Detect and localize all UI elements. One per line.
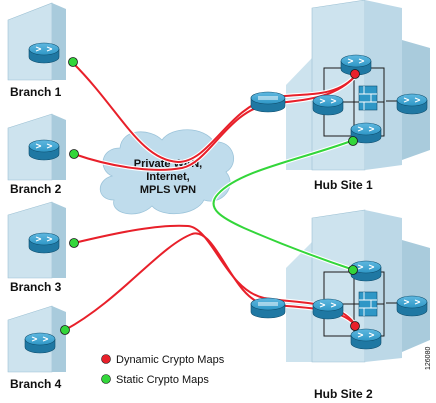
branch-3-label: Branch 3 xyxy=(10,280,62,294)
branch-4-router-icon xyxy=(24,332,56,354)
branch-1-static-dot xyxy=(68,57,78,67)
hub-1-dynamic-dot xyxy=(350,69,360,79)
hub-1-core-router-icon xyxy=(312,94,344,116)
hub-2-core-router-icon xyxy=(312,298,344,320)
hub-2-firewall-icon xyxy=(358,291,378,317)
hub-2-edge-router-icon xyxy=(396,295,428,317)
hub-1-static-dot xyxy=(348,136,358,146)
branch-2-static-dot xyxy=(69,149,79,159)
legend-static-label: Static Crypto Maps xyxy=(116,374,209,386)
hub-1-edge-router-icon xyxy=(396,93,428,115)
branch-3-router-icon xyxy=(28,232,60,254)
hub-1-firewall-icon xyxy=(358,85,378,111)
legend-dynamic-label: Dynamic Crypto Maps xyxy=(116,354,225,366)
branch-3-static-dot xyxy=(69,238,79,248)
legend: Dynamic Crypto Maps Static Crypto Maps xyxy=(101,354,225,386)
hub-site-1-building xyxy=(286,0,430,171)
branch-1-label: Branch 1 xyxy=(10,85,62,99)
branch-2-router-icon xyxy=(28,139,60,161)
cloud-label-line-3: MPLS VPN xyxy=(140,184,196,196)
branch-1-building xyxy=(7,2,66,81)
cloud-label-line-2: Internet, xyxy=(146,171,189,183)
static-tunnel xyxy=(211,137,357,273)
hub-2-headend-router-icon xyxy=(350,328,382,350)
figure-id: 126080 xyxy=(425,347,432,370)
hub-1-wan-router-icon xyxy=(250,91,286,113)
hub-site-1-label: Hub Site 1 xyxy=(314,178,373,192)
hub-2-dynamic-dot xyxy=(350,321,360,331)
endpoint-dots xyxy=(60,57,360,335)
legend-dynamic-swatch xyxy=(101,354,111,364)
hub-2-static-dot xyxy=(348,265,358,275)
legend-static-swatch xyxy=(101,374,111,384)
branch-1-router-icon xyxy=(28,42,60,64)
branch-4-label: Branch 4 xyxy=(10,377,62,391)
branch-4-static-dot xyxy=(60,325,70,335)
branch-2-label: Branch 2 xyxy=(10,182,62,196)
hub-2-wan-router-icon xyxy=(250,297,286,319)
hub-site-2-label: Hub Site 2 xyxy=(314,387,373,401)
